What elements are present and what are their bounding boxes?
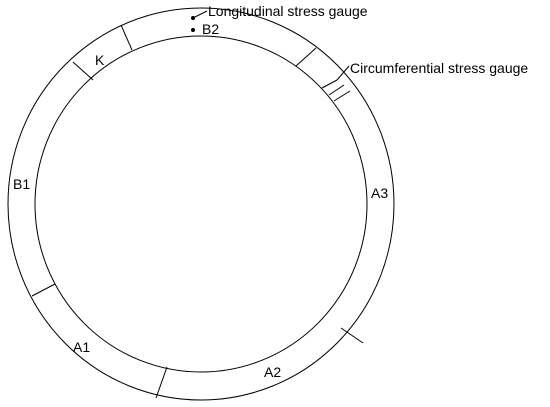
circumferential-gauge-bar-2: [328, 84, 345, 96]
joint-b2-a3: [295, 47, 317, 67]
joint-k-b2: [120, 24, 133, 51]
segment-label-a1: A1: [73, 339, 90, 355]
segment-label-a3: A3: [371, 185, 388, 201]
joint-a2-a3: [340, 327, 364, 344]
longitudinal-gauge-dot-lower: [191, 28, 195, 32]
circumferential-gauge-bar-1: [321, 79, 338, 89]
joint-k-b1: [72, 61, 94, 81]
circumferential-gauge-label: Circumferential stress gauge: [350, 60, 528, 76]
outer-ring-circle: [7, 7, 395, 401]
joint-b1-a1: [31, 283, 56, 297]
circumferential-gauge-bar-3: [333, 90, 351, 102]
segment-label-a2: A2: [264, 364, 281, 380]
segment-label-b2: B2: [202, 21, 219, 37]
circumferential-gauge-leader: [336, 65, 350, 81]
longitudinal-gauge-leader: [192, 10, 208, 19]
segment-label-k: K: [95, 52, 105, 68]
joint-a1-a2: [155, 366, 168, 399]
segment-label-b1: B1: [13, 176, 30, 192]
inner-ring-circle: [34, 35, 368, 373]
longitudinal-gauge-label: Longitudinal stress gauge: [208, 3, 368, 19]
